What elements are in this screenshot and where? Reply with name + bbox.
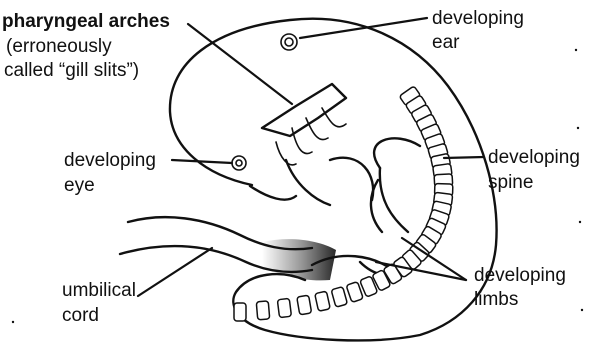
spine-segments (234, 86, 453, 321)
ear-leader (300, 18, 427, 38)
spine-segment (297, 295, 312, 315)
spine-segment (234, 303, 246, 321)
arches-leader (188, 24, 292, 104)
spine-segment (256, 301, 269, 320)
label-pharyngeal-arches-note1: (erroneously (6, 36, 112, 57)
label-umbilical-cord-1: umbilical (62, 280, 136, 301)
spine-leader (444, 157, 484, 158)
eye-leader (172, 160, 232, 163)
spine-segment (277, 298, 291, 317)
label-umbilical-cord-2: cord (62, 305, 99, 326)
cord-leader (138, 248, 212, 296)
label-developing-eye-2: eye (64, 175, 95, 196)
label-developing-ear-1: developing (432, 8, 524, 29)
label-developing-eye-1: developing (64, 150, 156, 171)
label-pharyngeal-arches-note2: called “gill slits”) (4, 60, 139, 81)
label-pharyngeal-arches: pharyngeal arches (2, 11, 170, 32)
label-developing-ear-2: ear (432, 32, 460, 53)
spine-segment (331, 287, 347, 308)
label-developing-spine-1: developing (488, 147, 580, 168)
label-developing-limbs-2: limbs (474, 289, 518, 310)
spine-segment (315, 291, 331, 311)
label-developing-spine-2: spine (488, 172, 533, 193)
label-developing-limbs-1: developing (474, 265, 566, 286)
